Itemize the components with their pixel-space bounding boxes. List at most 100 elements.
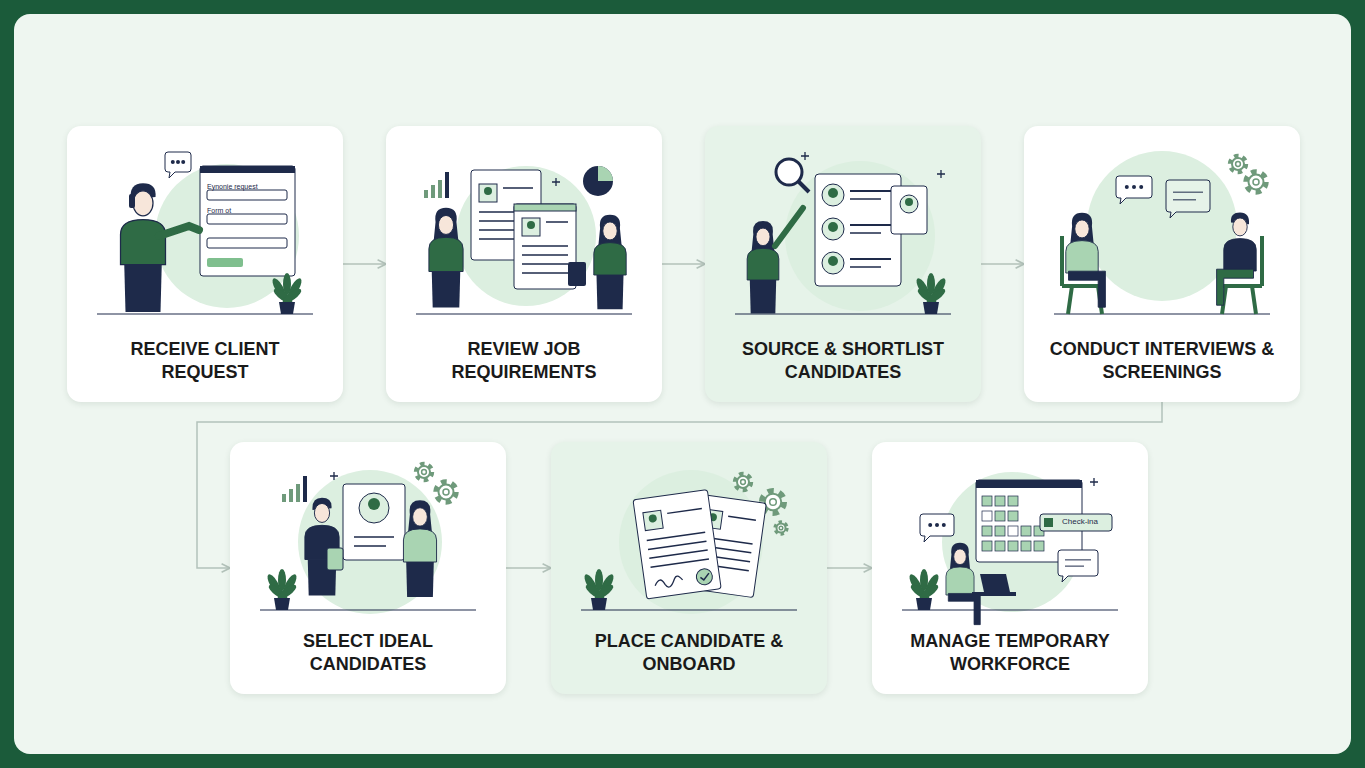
person-figure bbox=[1075, 220, 1089, 238]
process-card: RECEIVE CLIENT REQUEST bbox=[67, 126, 343, 402]
document-sheet bbox=[667, 509, 702, 514]
person-figure bbox=[1233, 218, 1247, 236]
person-figure bbox=[1070, 213, 1093, 245]
step-illustration bbox=[705, 126, 981, 326]
arm bbox=[159, 226, 199, 236]
sparkle-mark bbox=[330, 472, 338, 480]
profile-sheet bbox=[343, 484, 405, 560]
document-sheet bbox=[514, 204, 576, 211]
step-title: MANAGE TEMPORARY WORKFORCE bbox=[895, 630, 1125, 676]
gear-icon bbox=[439, 485, 454, 500]
speech-bubble bbox=[171, 160, 175, 164]
person-figure bbox=[603, 222, 617, 240]
laptop bbox=[972, 574, 1016, 596]
form-window bbox=[200, 166, 295, 173]
sparkle-mark bbox=[801, 152, 809, 160]
speech-bubble bbox=[928, 523, 932, 527]
step-illustration bbox=[67, 126, 343, 326]
speech-bubble bbox=[1125, 185, 1129, 189]
bar-chart-icon bbox=[296, 484, 300, 502]
profile-list bbox=[815, 174, 901, 286]
profile-list bbox=[815, 174, 901, 286]
bar-chart-icon bbox=[424, 190, 428, 198]
speech-bubble bbox=[1132, 185, 1136, 189]
person-figure bbox=[438, 215, 453, 234]
floor-line bbox=[97, 313, 313, 314]
sparkle-mark bbox=[937, 170, 945, 178]
person-figure bbox=[406, 562, 434, 597]
calendar-window bbox=[982, 496, 992, 506]
bar-chart-icon bbox=[438, 180, 442, 198]
person-figure bbox=[752, 221, 775, 252]
person-figure bbox=[305, 498, 339, 596]
profile-list bbox=[822, 252, 844, 274]
potted-plant bbox=[907, 569, 941, 610]
potted-plant bbox=[274, 598, 290, 610]
document-sheet bbox=[648, 514, 657, 523]
magnifier-icon bbox=[798, 181, 809, 192]
gear-icon bbox=[1230, 156, 1246, 172]
profile-list bbox=[828, 222, 838, 232]
backdrop-blob bbox=[942, 472, 1082, 612]
calendar-window bbox=[995, 496, 1005, 506]
calendar-window bbox=[1034, 541, 1044, 551]
status-tag bbox=[1040, 514, 1112, 531]
clipboard bbox=[327, 548, 343, 570]
gear-icon bbox=[737, 476, 749, 488]
bar-chart-icon bbox=[424, 172, 449, 198]
gear-icon bbox=[1230, 156, 1246, 172]
gear-icon bbox=[422, 470, 427, 475]
document-sheet bbox=[503, 187, 533, 189]
profile-list bbox=[850, 266, 881, 268]
potted-plant bbox=[265, 569, 299, 610]
step-title: RECEIVE CLIENT REQUEST bbox=[115, 338, 295, 384]
calendar-window bbox=[1008, 541, 1018, 551]
document-sheet bbox=[633, 490, 721, 599]
gear-icon bbox=[1253, 179, 1259, 185]
process-card: MANAGE TEMPORARY WORKFORCE bbox=[872, 442, 1148, 694]
flow-connector bbox=[827, 567, 872, 569]
bar-chart-icon bbox=[431, 185, 435, 198]
document-sheet bbox=[546, 221, 568, 223]
potted-plant bbox=[916, 598, 932, 610]
step-title: SELECT IDEAL CANDIDATES bbox=[288, 630, 448, 676]
profile-list bbox=[850, 190, 891, 192]
profile-card bbox=[891, 186, 927, 234]
document-sheet bbox=[522, 272, 568, 274]
illustration-text: Eynonie request bbox=[207, 183, 258, 190]
gear-icon bbox=[1246, 172, 1266, 192]
person-figure bbox=[946, 567, 974, 595]
illustration-text: Check-ina bbox=[1062, 518, 1098, 526]
document-sheet bbox=[522, 218, 540, 236]
illustration-text: Form ot bbox=[207, 207, 231, 214]
speech-bubble bbox=[165, 152, 191, 178]
gear-icon bbox=[775, 522, 787, 534]
document-sheet bbox=[514, 204, 576, 289]
flow-connector bbox=[662, 263, 705, 265]
speech-bubble bbox=[1139, 185, 1143, 189]
gear-icon bbox=[416, 464, 432, 480]
calendar-window bbox=[1008, 511, 1018, 521]
document-sheet bbox=[484, 187, 492, 195]
document-sheet bbox=[647, 532, 705, 540]
document-sheet bbox=[651, 559, 709, 567]
speech-bubble bbox=[176, 160, 180, 164]
pie-chart-icon bbox=[598, 166, 613, 181]
speech-bubble bbox=[181, 160, 185, 164]
process-card: REVIEW JOB REQUIREMENTS bbox=[386, 126, 662, 402]
profile-sheet bbox=[343, 484, 405, 560]
form-window bbox=[200, 166, 295, 276]
sparkle-mark bbox=[801, 152, 809, 160]
profile-list bbox=[850, 258, 891, 260]
form-window bbox=[207, 258, 243, 267]
speech-bubble bbox=[1173, 199, 1196, 200]
bar-chart-icon bbox=[445, 172, 449, 198]
sparkle-mark bbox=[552, 178, 560, 186]
person-figure bbox=[432, 272, 461, 308]
person-figure bbox=[946, 543, 980, 625]
floor-line bbox=[416, 313, 632, 314]
floor-line bbox=[1054, 313, 1270, 314]
person-figure bbox=[747, 221, 779, 313]
document-sheet bbox=[522, 254, 568, 256]
